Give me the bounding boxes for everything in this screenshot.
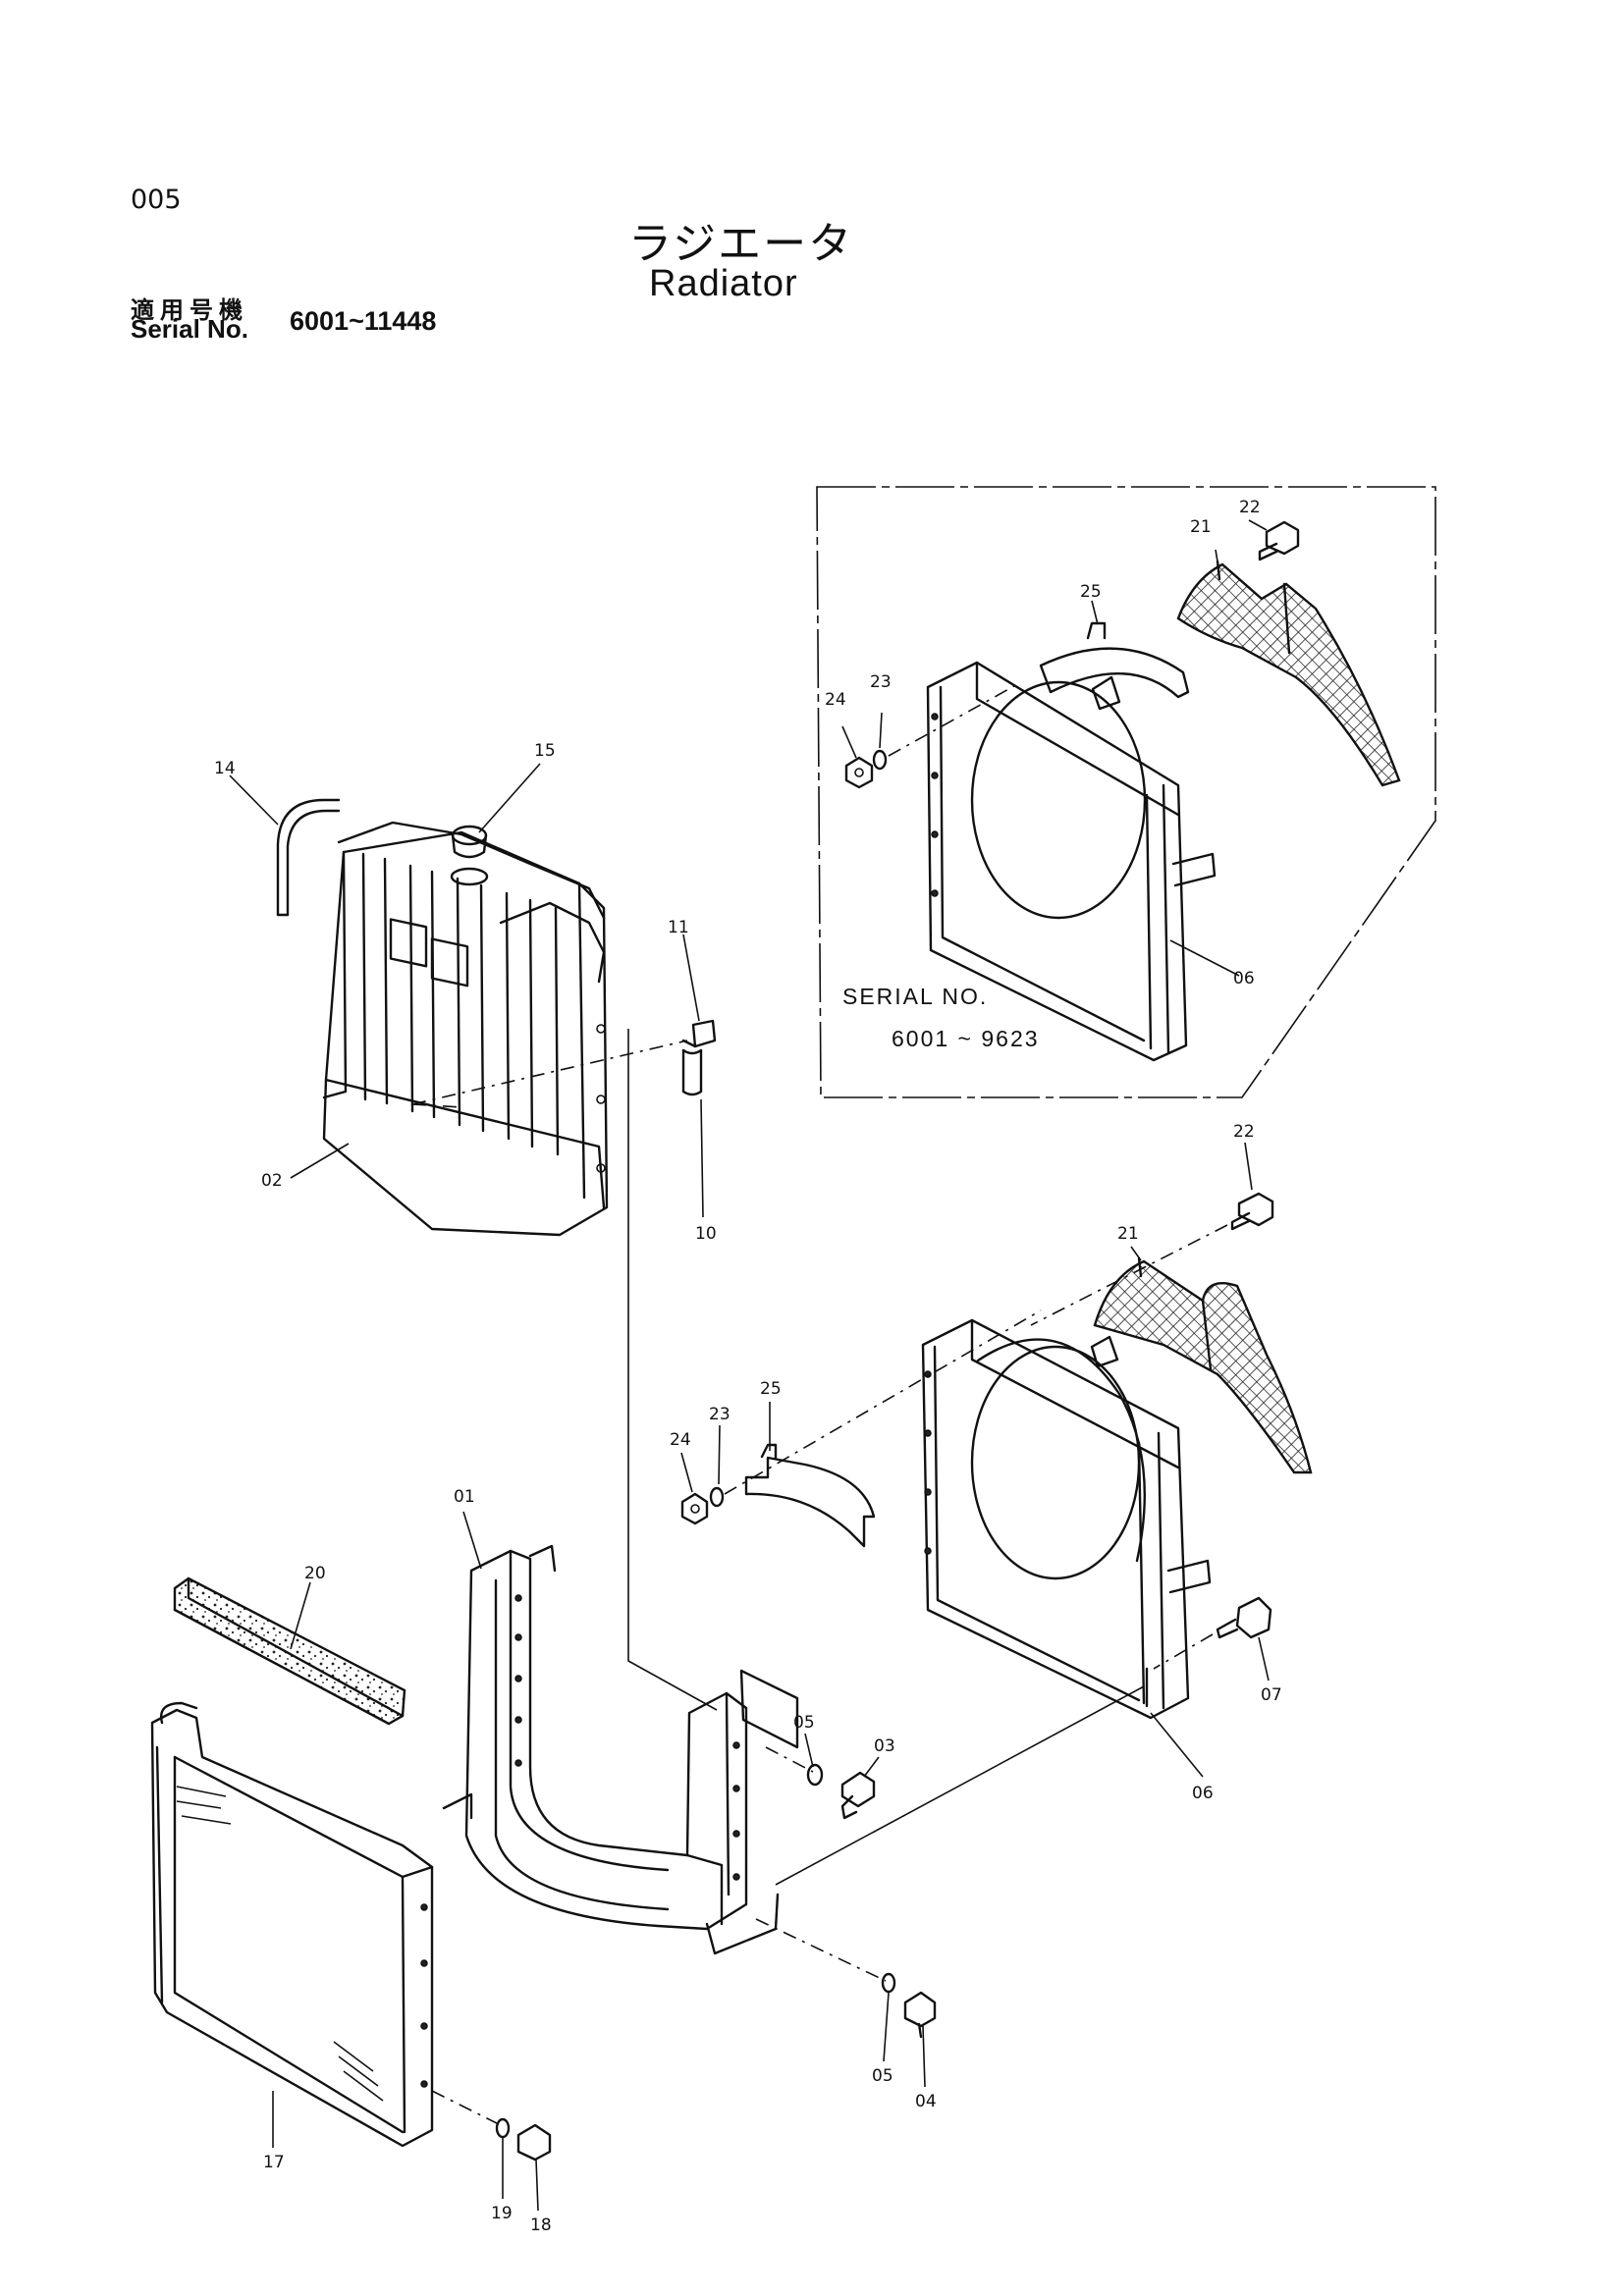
callout-11: 11: [668, 918, 689, 937]
callout-19: 19: [491, 2204, 513, 2223]
inset-serial-label: SERIAL NO.: [842, 984, 989, 1009]
bolt: [903, 1991, 937, 2039]
overflow-hose: [276, 798, 341, 917]
bolt: [1216, 1596, 1272, 1639]
support-frame: [442, 1544, 799, 1955]
fan-guard: [1093, 1256, 1313, 1474]
page-title-japanese: ラジエータ: [628, 219, 854, 269]
bolt: [1230, 1192, 1274, 1231]
guide-line: [1030, 1224, 1228, 1326]
callout-24-inset: 24: [825, 690, 846, 710]
guide-line: [775, 1685, 1145, 1886]
serial-range: 6001~11448: [290, 306, 437, 336]
fan-shroud: [921, 1318, 1212, 1720]
guide-line: [755, 1918, 887, 1982]
callout-21-inset: 21: [1190, 517, 1212, 537]
washer: [806, 1763, 824, 1787]
nut-washer: [680, 1486, 725, 1525]
callout-17: 17: [263, 2153, 285, 2172]
page-number: 005: [131, 185, 182, 215]
clamp-bracket: [744, 1443, 876, 1548]
oil-cooler: [150, 1701, 434, 2148]
callout-05-lower: 05: [872, 2066, 893, 2086]
radiator-cap: [450, 825, 489, 886]
callout-25-inset: 25: [1080, 582, 1102, 602]
callout-18: 18: [530, 2216, 552, 2235]
guide-line: [888, 681, 1022, 757]
callout-20: 20: [304, 1564, 326, 1583]
callout-14: 14: [214, 759, 236, 778]
callout-04: 04: [915, 2092, 937, 2111]
nut-washer: [844, 749, 888, 789]
callout-02: 02: [261, 1171, 283, 1191]
bolt: [516, 2123, 552, 2162]
leader-lines: [229, 519, 1270, 2212]
washer: [881, 1972, 896, 1994]
washer: [495, 2117, 511, 2139]
inset-fan-guard: [1176, 560, 1401, 787]
guide-line: [431, 2090, 502, 2126]
foam-seal: [173, 1576, 406, 1726]
callout-06-inset: 06: [1233, 969, 1255, 988]
callout-05-upper: 05: [793, 1713, 815, 1733]
bolt: [1258, 520, 1300, 561]
serial-label-japanese: 適用号機: [131, 296, 248, 324]
callout-23-inset: 23: [870, 672, 892, 692]
callout-06-lower: 06: [1192, 1784, 1214, 1803]
callout-15: 15: [534, 741, 556, 761]
inset-fan-shroud: [926, 661, 1217, 1062]
callout-24-lower: 24: [670, 1430, 691, 1450]
callout-25-lower: 25: [760, 1379, 782, 1399]
inset-serial-range: 6001 ~ 9623: [892, 1026, 1040, 1051]
callout-01: 01: [454, 1487, 475, 1507]
serial-label-english: Serial No.: [131, 314, 248, 344]
callout-10: 10: [695, 1224, 717, 1244]
callout-21-lower: 21: [1117, 1224, 1139, 1244]
guide-line: [627, 1029, 718, 1711]
radiator-core: [322, 821, 688, 1237]
callout-07: 07: [1261, 1685, 1282, 1705]
callout-numbers: 14 15 11 10 02 01 20 17 19 18 05 03 05 0…: [214, 498, 1282, 2235]
bolt: [840, 1771, 876, 1820]
callout-03: 03: [874, 1736, 895, 1756]
page-title-english: Radiator: [649, 263, 798, 304]
inset-box: [816, 486, 1436, 1098]
callout-23-lower: 23: [709, 1405, 730, 1424]
guide-line: [765, 1746, 814, 1773]
drain-cock: [681, 1019, 717, 1096]
guide-line: [1153, 1633, 1214, 1670]
callout-22-inset: 22: [1239, 498, 1261, 517]
callout-22-lower: 22: [1233, 1122, 1255, 1142]
guide-line: [724, 1309, 1042, 1495]
